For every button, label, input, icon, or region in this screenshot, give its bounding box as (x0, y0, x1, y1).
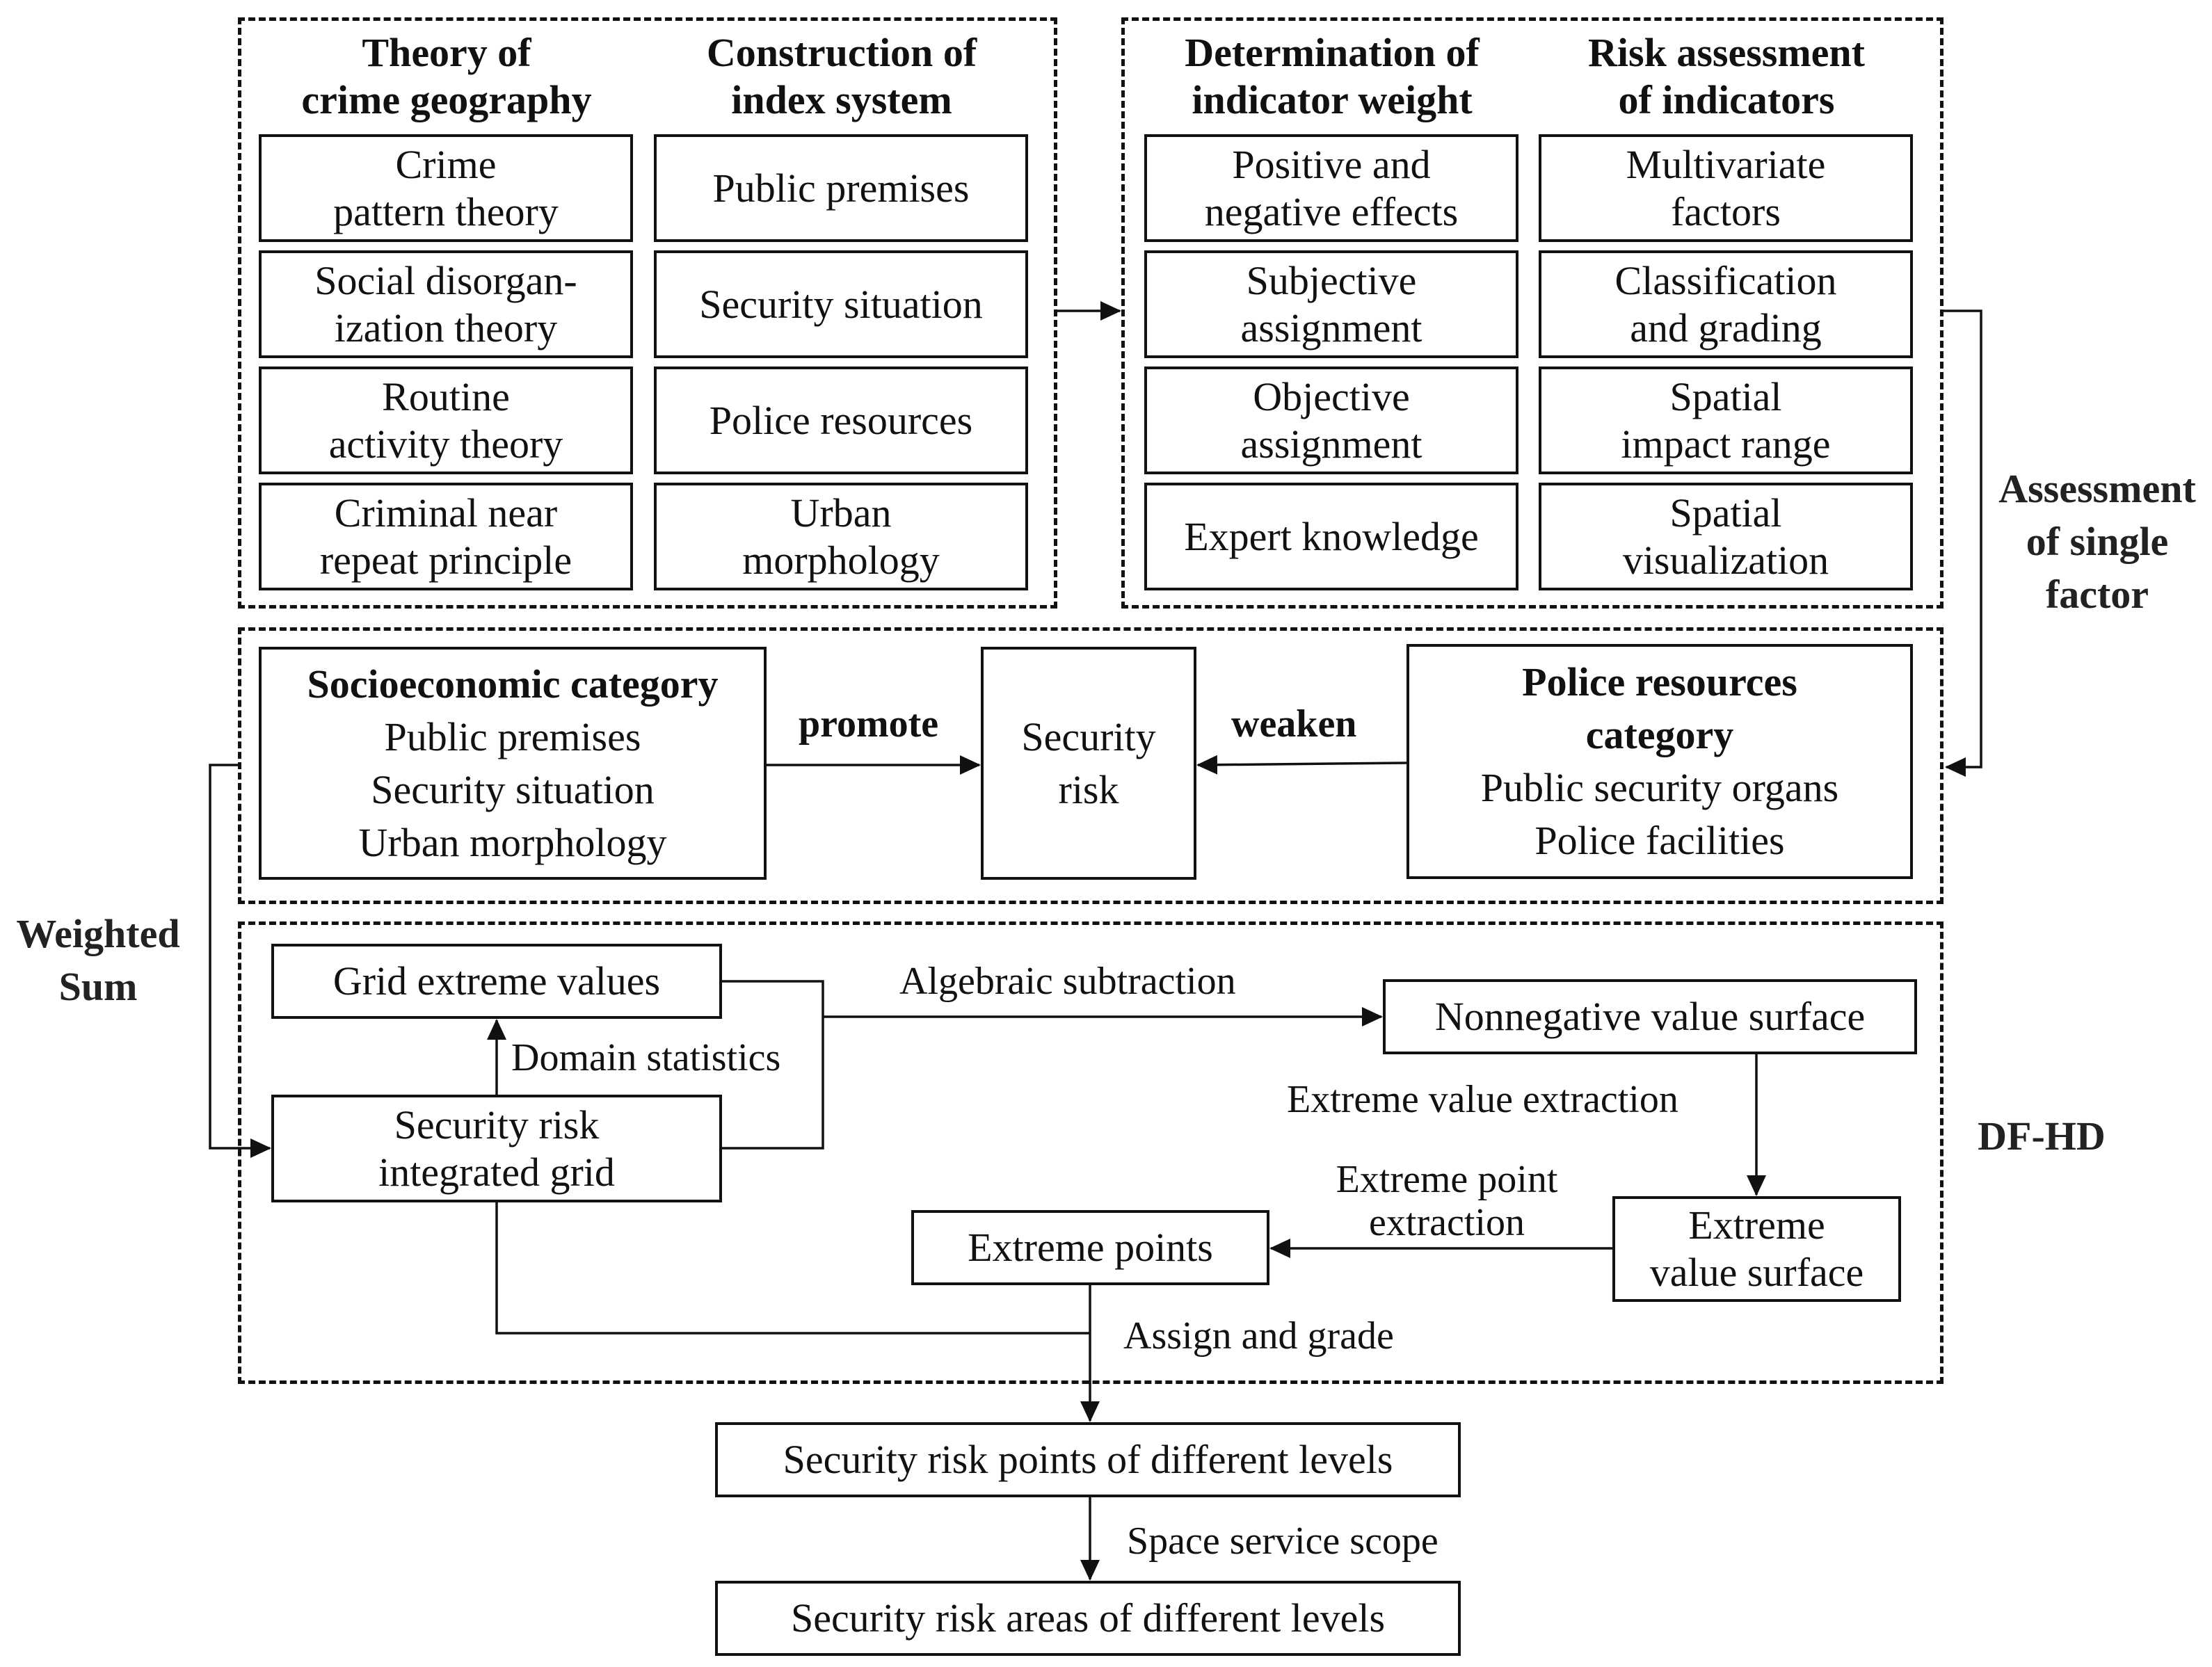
multivariate-factors-box: Multivariate factors (1539, 134, 1913, 242)
domain-statistics-label: Domain statistics (511, 1036, 781, 1079)
space-service-scope-label: Space service scope (1127, 1520, 1438, 1563)
algebraic-subtraction-label: Algebraic subtraction (899, 960, 1236, 1003)
police-resources-box: Police resources (654, 367, 1028, 474)
positive-negative-effects-box: Positive and negative effects (1144, 134, 1518, 242)
extreme-point-extraction-label: Extreme point extraction (1336, 1158, 1558, 1244)
weaken-label: weaken (1231, 702, 1357, 746)
grid-extreme-values-box: Grid extreme values (271, 944, 722, 1019)
assessment-single-factor-label: Assessment of single factor (1998, 466, 2196, 617)
police-resources-category-box: Police resources category Public securit… (1406, 644, 1913, 879)
socioeconomic-category-box: Socioeconomic category Public premises S… (259, 647, 767, 880)
arrow-weaken (1196, 755, 1407, 775)
weight-header: Determination of indicator weight (1185, 30, 1480, 122)
promote-label: promote (799, 702, 939, 746)
spatial-impact-range-box: Spatial impact range (1539, 367, 1913, 474)
arrow-weighted-sum (209, 764, 271, 1158)
public-premises-box: Public premises (654, 134, 1028, 242)
line-assign-grade (495, 1202, 1090, 1335)
risk-header: Risk assessment of indicators (1588, 30, 1865, 122)
classification-grading-box: Classification and grading (1539, 250, 1913, 358)
near-repeat-principle-box: Criminal near repeat principle (259, 483, 633, 590)
spatial-visualization-box: Spatial visualization (1539, 483, 1913, 590)
nonnegative-value-surface-box: Nonnegative value surface (1383, 979, 1917, 1054)
urban-morphology-box: Urban morphology (654, 483, 1028, 590)
weighted-sum-label: Weighted Sum (16, 911, 180, 1009)
security-risk-box: Security risk (981, 647, 1196, 880)
risk-points-box: Security risk points of different levels (715, 1422, 1461, 1497)
security-situation-box: Security situation (654, 250, 1028, 358)
assign-grade-label: Assign and grade (1123, 1314, 1394, 1358)
expert-knowledge-box: Expert knowledge (1144, 483, 1518, 590)
extreme-value-extraction-label: Extreme value extraction (1287, 1078, 1678, 1121)
social-disorganization-theory-box: Social disorgan- ization theory (259, 250, 633, 358)
theory-index-group (238, 17, 1057, 609)
dfhd-label: DF-HD (1978, 1113, 2106, 1159)
theory-header: Theory of crime geography (301, 30, 592, 122)
routine-activity-theory-box: Routine activity theory (259, 367, 633, 474)
index-header: Construction of index system (706, 30, 977, 122)
arrow-single-factor (1943, 309, 1982, 777)
subjective-assignment-box: Subjective assignment (1144, 250, 1518, 358)
extreme-value-surface-box: Extreme value surface (1612, 1196, 1901, 1302)
risk-areas-box: Security risk areas of different levels (715, 1581, 1461, 1656)
bracket-grid (722, 980, 824, 1150)
extreme-points-box: Extreme points (911, 1210, 1269, 1285)
category-group (238, 627, 1943, 904)
integrated-grid-box: Security risk integrated grid (271, 1095, 722, 1202)
crime-pattern-theory-box: Crime pattern theory (259, 134, 633, 242)
objective-assignment-box: Objective assignment (1144, 367, 1518, 474)
weight-risk-group (1121, 17, 1943, 609)
